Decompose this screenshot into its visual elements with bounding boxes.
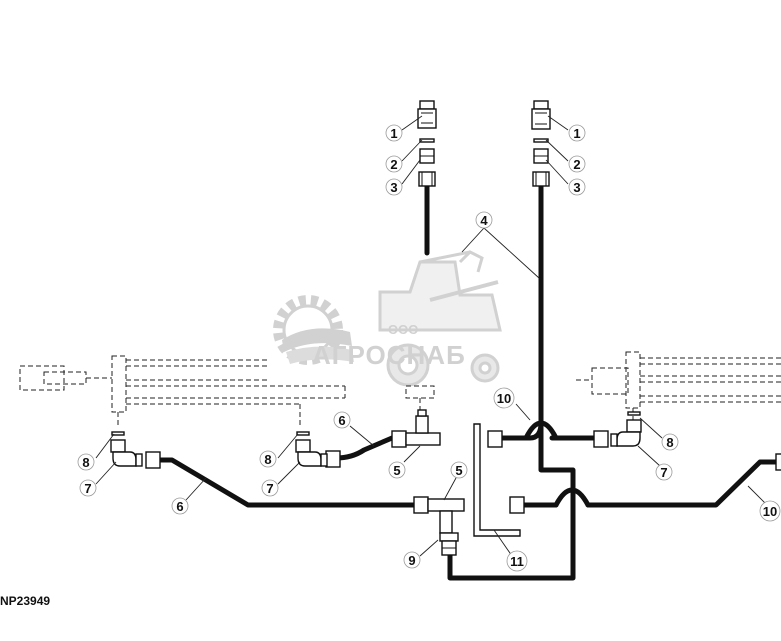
svg-text:11: 11 bbox=[510, 554, 524, 569]
watermark-small-text: ООО bbox=[388, 322, 418, 337]
fitting-stack-left bbox=[417, 100, 437, 187]
svg-text:5: 5 bbox=[393, 463, 400, 478]
callout-8-right: 8 bbox=[661, 433, 679, 451]
ghost-outlines bbox=[19, 351, 781, 428]
callout-8-far-left: 8 bbox=[77, 453, 95, 471]
hose-right-vertical-lower bbox=[447, 420, 576, 581]
callout-1-left: 1 bbox=[385, 124, 403, 142]
figure-code: NP23949 bbox=[0, 594, 50, 608]
hose-crossover-upper bbox=[523, 420, 559, 441]
svg-text:7: 7 bbox=[660, 465, 667, 480]
callout-7-far-left: 7 bbox=[79, 479, 97, 497]
callout-4: 4 bbox=[475, 211, 493, 229]
hose-6-lower bbox=[155, 457, 419, 508]
svg-text:1: 1 bbox=[390, 126, 397, 141]
tee-fitting-lower bbox=[413, 496, 525, 534]
svg-text:7: 7 bbox=[266, 481, 273, 496]
callout-9: 9 bbox=[403, 551, 421, 569]
callout-6-upper: 6 bbox=[333, 411, 351, 429]
svg-text:3: 3 bbox=[390, 180, 397, 195]
svg-text:9: 9 bbox=[408, 553, 415, 568]
leader-lines bbox=[95, 115, 767, 557]
callout-1-right: 1 bbox=[568, 124, 586, 142]
hose-6-upper bbox=[333, 435, 395, 461]
watermark: ООО АГРОСНАБ bbox=[273, 250, 502, 387]
svg-text:7: 7 bbox=[84, 481, 91, 496]
svg-text:6: 6 bbox=[176, 499, 183, 514]
svg-text:8: 8 bbox=[264, 452, 271, 467]
elbow-fitting-far-left bbox=[110, 431, 143, 467]
elbow-fitting-right bbox=[610, 411, 642, 447]
callout-11: 11 bbox=[506, 550, 528, 572]
hose-end-left-6 bbox=[145, 451, 161, 469]
hose-end-right-lower bbox=[775, 453, 781, 471]
callout-2-right: 2 bbox=[568, 155, 586, 173]
callout-10-upper: 10 bbox=[493, 387, 515, 409]
hoses bbox=[155, 183, 781, 581]
callout-5-upper: 5 bbox=[388, 461, 406, 479]
hose-end-mid-6 bbox=[325, 450, 341, 468]
hose-10-right bbox=[585, 459, 781, 508]
svg-text:2: 2 bbox=[573, 157, 580, 172]
svg-text:6: 6 bbox=[338, 413, 345, 428]
fitting-stack-right bbox=[531, 100, 551, 187]
callout-3-left: 3 bbox=[385, 178, 403, 196]
gear-icon bbox=[273, 295, 354, 365]
svg-text:3: 3 bbox=[573, 180, 580, 195]
svg-text:10: 10 bbox=[497, 391, 511, 406]
svg-text:10: 10 bbox=[763, 504, 777, 519]
hose-end-right-upper bbox=[593, 430, 609, 448]
svg-text:5: 5 bbox=[455, 463, 462, 478]
svg-text:4: 4 bbox=[480, 213, 488, 228]
tee-fitting-upper bbox=[391, 409, 503, 448]
wrench-tool bbox=[473, 423, 521, 537]
callout-3-right: 3 bbox=[568, 178, 586, 196]
elbow-fitting-mid-left bbox=[295, 431, 328, 467]
callout-8-mid-left: 8 bbox=[259, 450, 277, 468]
svg-text:2: 2 bbox=[390, 157, 397, 172]
harvester-icon bbox=[378, 250, 502, 387]
watermark-brand-text: АГРОСНАБ bbox=[312, 340, 466, 370]
callout-10-right: 10 bbox=[759, 500, 781, 522]
callout-7-mid-left: 7 bbox=[261, 479, 279, 497]
callouts: 1 2 3 1 2 3 4 6 bbox=[77, 124, 781, 572]
svg-text:8: 8 bbox=[666, 435, 673, 450]
svg-text:8: 8 bbox=[82, 455, 89, 470]
callout-2-left: 2 bbox=[385, 155, 403, 173]
callout-6-lower: 6 bbox=[171, 497, 189, 515]
callout-7-right: 7 bbox=[655, 463, 673, 481]
fitting-9 bbox=[439, 532, 459, 556]
hose-crossover-lower bbox=[553, 487, 591, 508]
callout-5-lower: 5 bbox=[450, 461, 468, 479]
svg-text:1: 1 bbox=[573, 126, 580, 141]
fittings bbox=[110, 100, 781, 556]
